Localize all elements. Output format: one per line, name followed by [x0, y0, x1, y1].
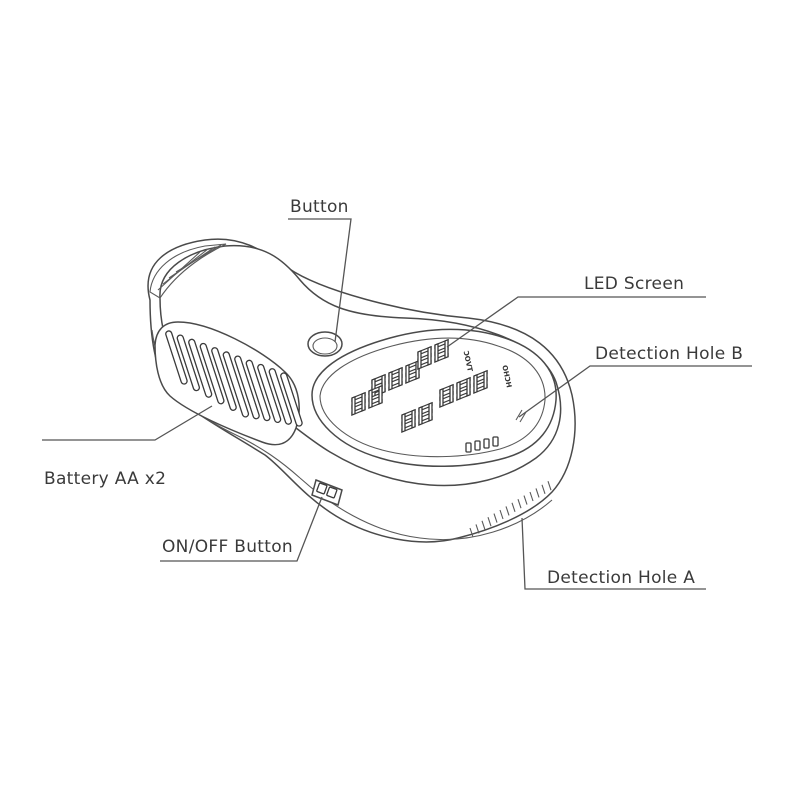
vent-slot	[529, 491, 534, 502]
label-button: Button	[290, 197, 349, 217]
grip-ridge	[211, 347, 237, 411]
grip-ridge	[188, 338, 213, 398]
led-digit	[418, 401, 433, 426]
vent-slot	[469, 527, 474, 538]
led-digits	[351, 338, 488, 433]
vent-slot	[541, 484, 546, 494]
grip-ridge	[222, 351, 250, 418]
led-screen-leader	[446, 296, 706, 348]
vent-slot	[481, 520, 486, 530]
button-leader	[288, 218, 352, 343]
vent-slot	[517, 499, 522, 509]
onoff-switch[interactable]	[311, 479, 343, 506]
grip-ridge	[199, 342, 225, 405]
detection-hole-b-vents	[515, 409, 527, 423]
round-button[interactable]	[307, 331, 343, 357]
vent-slot	[475, 524, 480, 534]
led-digit	[388, 366, 403, 391]
label-led-screen: LED Screen	[584, 274, 684, 294]
led-digit	[401, 408, 416, 433]
led-screen-panel: TVOC HCHO	[311, 328, 557, 467]
vent-slot	[535, 488, 540, 498]
grip-ridge	[245, 359, 271, 422]
indicator-lights	[465, 436, 499, 453]
led-digit	[434, 338, 449, 363]
callouts: Button LED Screen Detection Hole B Batte…	[44, 197, 743, 588]
grip-ridge	[234, 355, 260, 420]
top-grille	[149, 243, 227, 299]
vent-slot	[487, 517, 492, 527]
detection-hole-a-vents	[469, 481, 552, 538]
vent-slot	[523, 495, 528, 505]
grip-ridge	[280, 372, 303, 427]
grip-ridge	[176, 334, 200, 392]
led-digit	[473, 369, 488, 394]
led-digit	[456, 376, 471, 401]
vent-slot	[499, 509, 504, 520]
label-detection-hole-b: Detection Hole B	[595, 344, 743, 364]
detection-hole-b-leader	[518, 365, 752, 418]
battery-grip	[154, 321, 303, 446]
grip-ridge	[165, 330, 188, 385]
leader-lines	[42, 218, 752, 590]
detection-hole-a-leader	[521, 517, 706, 590]
led-digit	[368, 384, 383, 409]
battery-leader	[42, 405, 213, 441]
onoff-leader	[160, 496, 323, 562]
grip-ridge	[257, 363, 282, 424]
vent-slot	[547, 481, 552, 491]
label-battery: Battery AA x2	[44, 469, 166, 489]
label-detection-hole-a: Detection Hole A	[547, 568, 695, 588]
vent-slot	[505, 506, 510, 516]
grip-ridge	[268, 368, 292, 425]
led-digit	[351, 391, 366, 416]
led-digit	[417, 345, 432, 370]
vent-slot	[493, 513, 498, 523]
led-digit	[439, 383, 454, 408]
vent-slot	[511, 502, 516, 512]
label-onoff-button: ON/OFF Button	[162, 537, 293, 557]
